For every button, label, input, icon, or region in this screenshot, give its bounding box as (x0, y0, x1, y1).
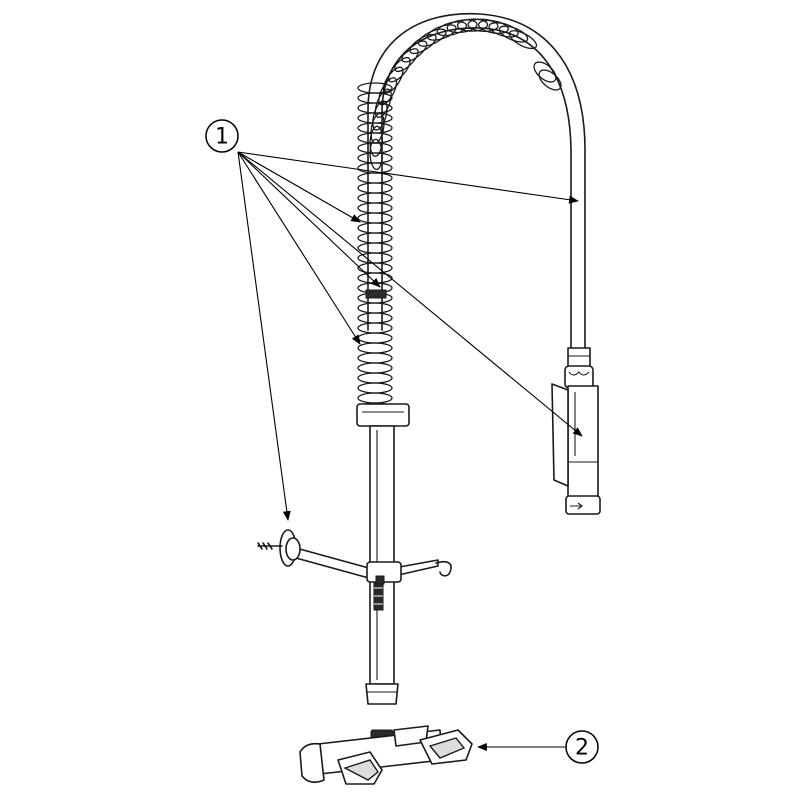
spring-turn (508, 30, 538, 50)
callout-1-leaders (237, 151, 583, 521)
spring-turn (357, 362, 393, 374)
spring-turn (369, 125, 383, 157)
spring-turn (357, 392, 393, 404)
spring-turn (357, 382, 393, 394)
spring-band (365, 289, 387, 299)
spring-turn (378, 77, 398, 106)
spray-head (551, 347, 601, 515)
spring-turn (477, 19, 509, 35)
spring-turn (446, 19, 478, 34)
spring-turn (357, 332, 393, 344)
spring-turn (426, 24, 457, 41)
callout-2-label: 2 (575, 736, 589, 761)
spring-turn (357, 142, 393, 154)
mixing-valve (299, 725, 473, 785)
spring-turn (488, 22, 519, 38)
spring-coil (357, 18, 562, 414)
spring-turn (357, 82, 393, 94)
spring-turn (357, 192, 393, 204)
wall-bracket (257, 529, 452, 585)
spring-turn (357, 222, 393, 234)
spring-turn (357, 242, 393, 254)
spring-turn (357, 252, 393, 264)
callout-1: 1 (205, 119, 239, 153)
spring-turn (357, 202, 393, 214)
spring-turn (372, 100, 388, 131)
spring-turn (357, 152, 393, 164)
spring-turn (357, 372, 393, 384)
spring-turn (369, 138, 383, 171)
spring-turn (357, 172, 393, 184)
spring-end-ring (533, 61, 557, 83)
spring-turn (436, 21, 468, 37)
spring-turn (357, 352, 393, 364)
riser-column (356, 403, 410, 705)
spring-turn (374, 88, 392, 118)
spring-turn (357, 342, 393, 354)
flexible-hose (367, 12, 586, 351)
spring-turn (382, 66, 404, 94)
spring-turn (357, 312, 393, 324)
spring-turn (357, 232, 393, 244)
callout-1-label: 1 (215, 125, 229, 150)
spring-turn (357, 212, 393, 224)
callout-2-circle (565, 730, 599, 764)
spring-turn (357, 322, 393, 334)
spring-turn (357, 302, 393, 314)
spring-end-ring (538, 69, 562, 91)
callout-2: 2 (565, 730, 599, 764)
spring-turn (456, 18, 489, 32)
spring-turn (357, 182, 393, 194)
spring-turn (357, 132, 393, 144)
callout-1-circle (205, 119, 239, 153)
spring-turn (370, 112, 385, 144)
spring-turn (498, 25, 529, 43)
spring-turn (467, 18, 499, 33)
